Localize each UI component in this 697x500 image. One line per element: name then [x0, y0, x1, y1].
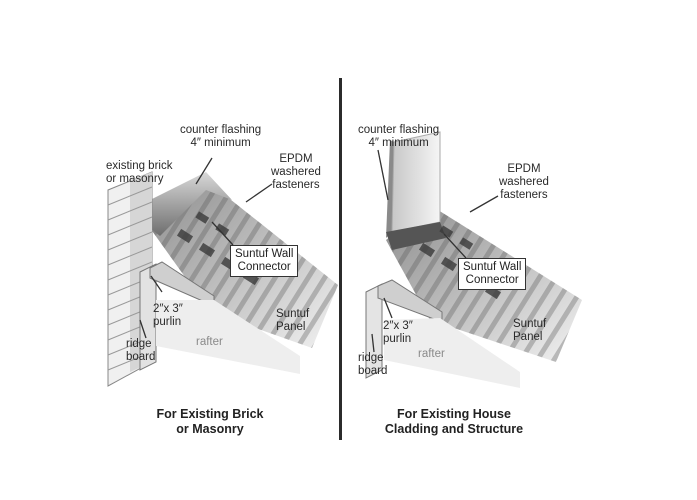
label-rafter-right: rafter: [418, 348, 445, 360]
purlin-right: [377, 279, 443, 323]
panel-divider: [339, 78, 342, 440]
label-purlin-right: 2″x 3″ purlin: [383, 320, 413, 345]
label-suntuf-wall-connector-right: Suntuf Wall Connector: [458, 258, 527, 290]
label-ridge-board-left: ridge board: [126, 338, 156, 363]
label-counter-flashing-left: counter flashing 4″ minimum: [180, 124, 262, 149]
caption-left: For Existing Brick or Masonry: [156, 407, 264, 436]
label-ridge-board-right: ridge board: [358, 352, 388, 377]
counter-flashing-left: [150, 172, 232, 236]
ridge-board-right: [365, 283, 383, 379]
label-epdm-right: EPDM washered fasteners: [499, 163, 549, 201]
label-counter-flashing-right: counter flashing 4″ minimum: [358, 124, 440, 149]
label-epdm-left: EPDM washered fasteners: [271, 153, 321, 191]
caption-right: For Existing House Cladding and Structur…: [384, 407, 524, 436]
label-suntuf-panel-left: Suntuf Panel: [276, 308, 310, 333]
label-purlin-left: 2″x 3″ purlin: [153, 303, 183, 328]
label-suntuf-panel-right: Suntuf Panel: [513, 318, 547, 343]
label-rafter-left: rafter: [196, 336, 223, 348]
label-existing-brick: existing brick or masonry: [106, 160, 173, 185]
ridge-board-left: [139, 263, 157, 371]
rafter-left: [156, 300, 300, 374]
rafter-right: [384, 318, 520, 388]
label-suntuf-wall-connector-left: Suntuf Wall Connector: [230, 245, 299, 277]
